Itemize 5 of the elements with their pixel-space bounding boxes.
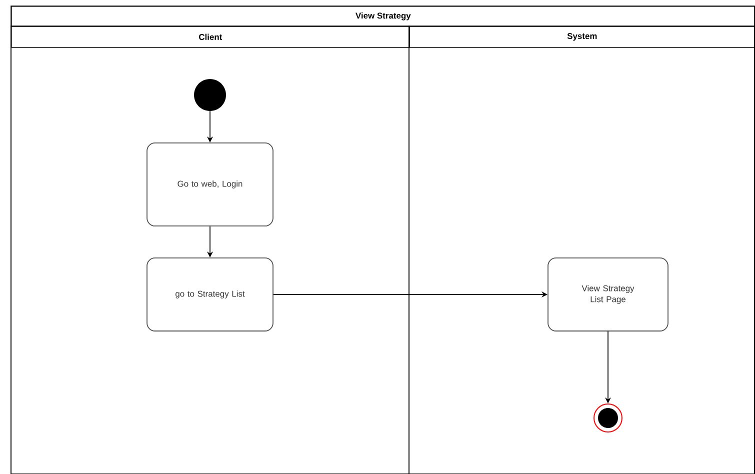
- start-dot: [194, 78, 226, 111]
- action-box: Go to web, Login: [146, 142, 274, 226]
- action-box: go to Strategy List: [146, 258, 274, 332]
- end-dot: [594, 403, 622, 432]
- action-box: View Strategy List Page: [548, 258, 668, 332]
